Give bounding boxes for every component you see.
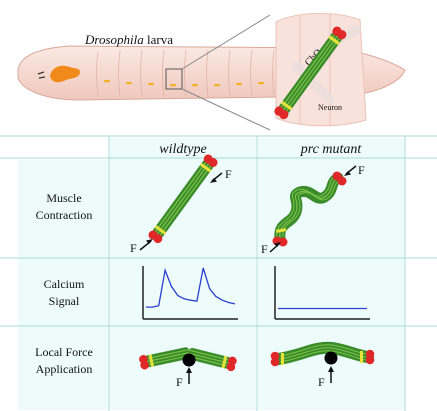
force-muscle-wildtype: F: [139, 347, 237, 389]
row-label-calcium-line2: Signal: [49, 294, 80, 308]
larva-panel: Drosophila larva ChO Neuron: [17, 13, 406, 131]
calcium-trace-wildtype: [146, 267, 236, 308]
row-label-force-line2: Application: [36, 362, 93, 376]
muscle-mutant: [272, 171, 347, 247]
zoom-box: [165, 68, 183, 90]
neuron-label: Neuron: [318, 103, 342, 112]
svg-text:F: F: [358, 163, 365, 177]
row-label-muscle-line2: Contraction: [36, 208, 93, 222]
larva-organ: [50, 65, 80, 83]
calcium-plot-mutant: [274, 266, 370, 320]
zoom-line-top: [181, 14, 271, 70]
probe-ball-wildtype: [182, 353, 196, 367]
comparison-table: wildtype prc mutant Muscle Contraction C…: [0, 135, 437, 411]
row-label-bg: [18, 160, 108, 410]
force-arrow-wt-top: F: [210, 167, 232, 183]
svg-text:F: F: [225, 167, 232, 181]
column-header-wildtype: wildtype: [159, 142, 206, 157]
force-arrow-mut-bottom: F: [261, 242, 281, 256]
calcium-plot-wildtype: [142, 266, 238, 320]
svg-text:F: F: [130, 241, 137, 255]
column-header-mutant: prc mutant: [300, 142, 363, 157]
mouth-hooks: [37, 71, 46, 79]
row-label-muscle-line1: Muscle: [46, 191, 81, 205]
force-label-mutant: F: [318, 375, 325, 389]
larva-label: Drosophila larva: [84, 32, 173, 47]
force-muscle-mutant: F: [270, 341, 375, 389]
probe-ball-mutant: [324, 351, 338, 365]
svg-text:F: F: [261, 242, 268, 256]
row-label-calcium-line1: Calcium: [44, 277, 85, 291]
table-grid: [0, 135, 437, 411]
zoom-line-bottom: [181, 88, 271, 131]
force-arrow-mut-top: F: [344, 163, 365, 177]
row-label-force-line1: Local Force: [35, 345, 93, 359]
force-arrow-wt-bottom: F: [130, 239, 153, 255]
force-label-wildtype: F: [176, 375, 183, 389]
